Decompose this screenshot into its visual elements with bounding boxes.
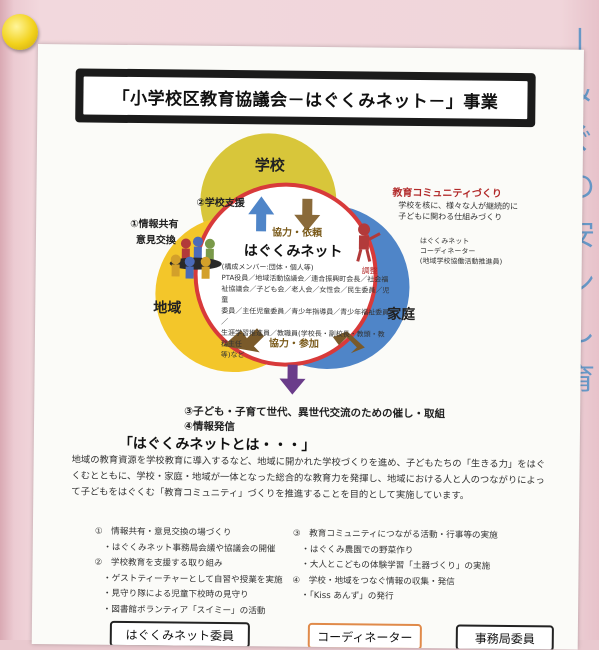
list-item: ③ 教育コミュニティにつながる活動・行事等の実施 [292, 528, 498, 541]
region-label: 地域 [153, 300, 182, 317]
tab-coordinator: コーディネーター [307, 622, 422, 650]
coordinator-label: はぐくみネット コーディネーター (地域学校協働活動推進員) [419, 237, 503, 266]
list-item: ・大人とこどもの体験学習「土器づくり」の実施 [292, 559, 491, 572]
coordination-label: 調整 [361, 266, 378, 276]
people-icon [169, 236, 222, 279]
venn-diagram [155, 133, 410, 395]
school-label: 学校 [254, 156, 285, 175]
down-arrow-school-icon [294, 198, 321, 231]
activity-list-right: ③ 教育コミュニティにつながる活動・行事等の実施 ・はぐくみ農園での野菜作り ・… [292, 527, 498, 607]
activity-list-left: ① 情報共有・意見交換の場づくり ・はぐくみネット事務局会議や協議会の開催 ② … [94, 525, 283, 621]
tab-secretariat: 事務局委員 [455, 624, 554, 650]
item1-label: ①情報共有 [130, 218, 179, 231]
member-list: (構成メンバー:団体・個人等) PTA役員／地域活動協議会／連合振興町会長／社会… [220, 262, 390, 360]
community-desc: 学校を核に、様々な人が継続的に 子どもに関わる仕組みづくり [398, 200, 519, 222]
down-arrow-bottom-icon [279, 364, 306, 395]
item4-label: ④情報発信 [183, 420, 235, 434]
center-title: はぐくみネット [243, 243, 343, 261]
item2-label: ②学校支援 [196, 197, 245, 210]
community-title: 教育コミュニティづくり [392, 187, 502, 200]
about-heading: 「はぐくみネットとは・・・」 [118, 435, 316, 454]
home-label: 家庭 [387, 306, 416, 323]
push-pin [2, 14, 38, 50]
list-item: ・図書館ボランティア「スイミー」の活動 [94, 604, 266, 617]
about-paragraph: 地域の教育資源を学校教育に導入するなど、地域に開かれた学校づくりを進め、子どもた… [71, 454, 546, 502]
cooperation-top-label: 協力・依頼 [271, 227, 323, 239]
item1-sublabel: 意見交換 [135, 235, 177, 247]
list-item: ・「Kiss あんず」の発行 [292, 591, 394, 603]
list-item: ① 情報共有・意見交換の場づくり [94, 526, 232, 539]
left-arrow-icon [222, 328, 264, 353]
right-arrow-icon [332, 331, 365, 354]
tab-committee-members: はぐくみネット委員 [109, 620, 250, 649]
coordinator-icon [356, 223, 381, 262]
center-ring [193, 182, 378, 367]
flyer-sheet: 「小学校区教育協議会－はぐくみネット－」事業 学校 地域 家庭 [31, 44, 584, 650]
list-item: ② 学校教育を支援する取り組み [94, 557, 223, 570]
up-arrow-icon [248, 196, 275, 232]
